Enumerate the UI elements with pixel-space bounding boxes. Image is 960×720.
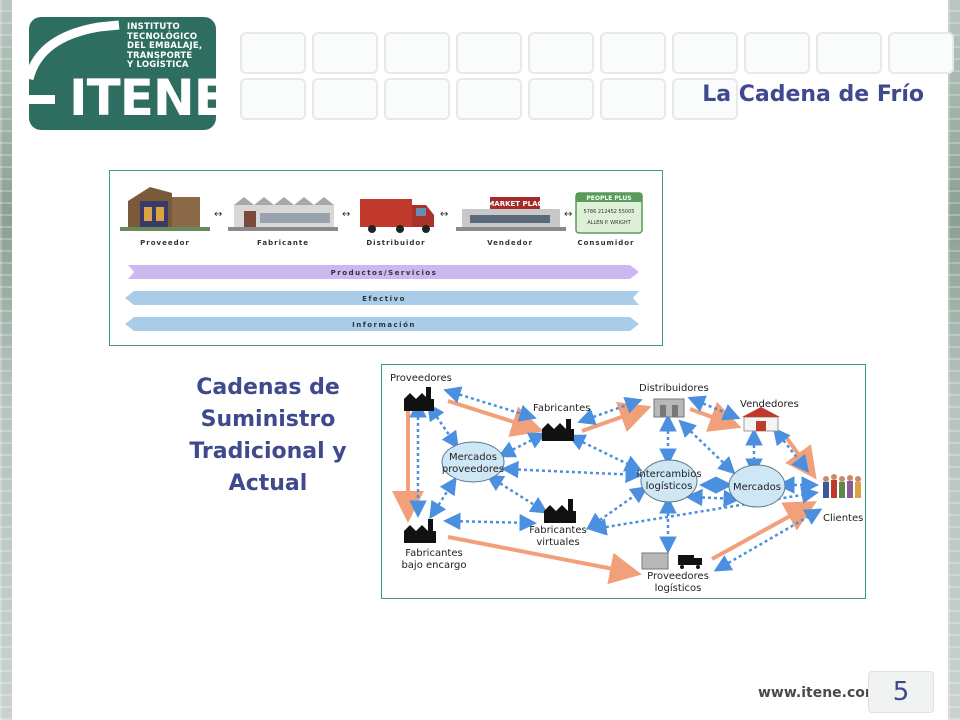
proveedor-icon	[120, 187, 210, 231]
node-label-prov-log-2: logísticos	[655, 582, 702, 594]
node-label-fab-encargo-2: bajo encargo	[401, 560, 466, 571]
proveedores-logisticos-icon	[641, 552, 702, 570]
flow-arrow-efectivo	[125, 291, 639, 305]
node-label-prov-log-1: Proveedores	[647, 571, 709, 582]
page-title: La Cadena de Frío	[702, 82, 924, 107]
proveedores-factory-icon	[404, 387, 434, 411]
node-label-distribuidores: Distribuidores	[639, 383, 709, 394]
current-chain-diagram: Proveedores Fabricantes Distribuidores V…	[381, 364, 866, 599]
node-label-intercambios-1: Intercambios	[636, 469, 701, 480]
consumidor-card-icon: PEOPLE PLUS 5786 212452 55005 ALLEN P. W…	[575, 192, 643, 234]
svg-text:ALLEN P. WRIGHT: ALLEN P. WRIGHT	[587, 220, 631, 226]
page-number: 5	[868, 671, 934, 713]
stage-label-vendedor: Vendedor	[487, 239, 533, 247]
factory-icons	[404, 387, 576, 543]
svg-text:↔: ↔	[564, 209, 572, 220]
node-label-fab-virtuales-1: Fabricantes	[529, 525, 586, 536]
store-sign: MARKET PLAC	[487, 200, 542, 208]
svg-text:↔: ↔	[342, 209, 350, 220]
fabricante-icon	[228, 197, 338, 231]
logo-curve	[29, 20, 120, 104]
fabricantes-factory-icon	[542, 419, 574, 441]
caption: Cadenas de Suministro Tradicional y Actu…	[189, 375, 347, 496]
flow-arrow-informacion	[125, 317, 639, 331]
vendedores-icon	[742, 407, 780, 432]
flow-label-efectivo: Efectivo	[362, 295, 406, 303]
stage-label-consumidor: Consumidor	[577, 239, 634, 247]
node-label-clientes: Clientes	[823, 513, 863, 524]
header-tile-pattern	[240, 32, 954, 120]
svg-text:5786 212452 55005: 5786 212452 55005	[584, 209, 635, 215]
node-label-vendedores: Vendedores	[740, 399, 799, 410]
node-label-fab-encargo-1: Fabricantes	[405, 548, 462, 559]
logo-text: ITENE	[69, 69, 216, 127]
node-ellipses	[441, 441, 786, 508]
distribuidor-icon	[360, 199, 434, 233]
traditional-chain-svg: MARKET PLAC PEOPLE PLUS 5786 212452 5500…	[120, 187, 643, 331]
logo-subtitle: INSTITUTO TECNOLÓGICO DEL EMBALAJE, TRAN…	[127, 22, 203, 71]
footer-url: www.itene.com	[758, 685, 880, 701]
node-label-mercados-prov-1: Mercados	[449, 452, 497, 463]
svg-text:↔: ↔	[214, 209, 222, 220]
fab-encargo-factory-icon	[404, 519, 436, 543]
flow-arrow-productos	[128, 265, 639, 279]
traditional-chain-diagram: MARKET PLAC PEOPLE PLUS 5786 212452 5500…	[109, 170, 663, 346]
vendedor-icon: MARKET PLAC	[456, 197, 566, 231]
flow-label-productos: Productos/Servicios	[331, 269, 438, 277]
clientes-icon	[823, 474, 861, 498]
itene-logo: INSTITUTO TECNOLÓGICO DEL EMBALAJE, TRAN…	[29, 17, 216, 130]
node-label-intercambios-2: logísticos	[646, 480, 693, 492]
stage-double-arrows: ↔ ↔ ↔ ↔	[214, 209, 572, 220]
stage-label-distribuidor: Distribuidor	[366, 239, 425, 247]
stage-label-fabricante: Fabricante	[257, 239, 309, 247]
distribuidores-icon	[653, 398, 685, 418]
info-flow-arrows	[409, 386, 823, 572]
current-chain-svg: Proveedores Fabricantes Distribuidores V…	[390, 373, 863, 594]
node-label-mercados: Mercados	[733, 482, 781, 493]
svg-text:PEOPLE PLUS: PEOPLE PLUS	[586, 195, 631, 202]
node-label-fabricantes: Fabricantes	[533, 403, 590, 414]
flow-label-informacion: Información	[352, 321, 416, 329]
fab-virtuales-factory-icon	[544, 499, 576, 523]
node-label-fab-virtuales-2: virtuales	[536, 537, 579, 548]
node-label-proveedores: Proveedores	[390, 373, 452, 384]
stage-label-proveedor: Proveedor	[140, 239, 190, 247]
svg-text:↔: ↔	[440, 209, 448, 220]
node-label-mercados-prov-2: proveedores	[442, 464, 504, 475]
